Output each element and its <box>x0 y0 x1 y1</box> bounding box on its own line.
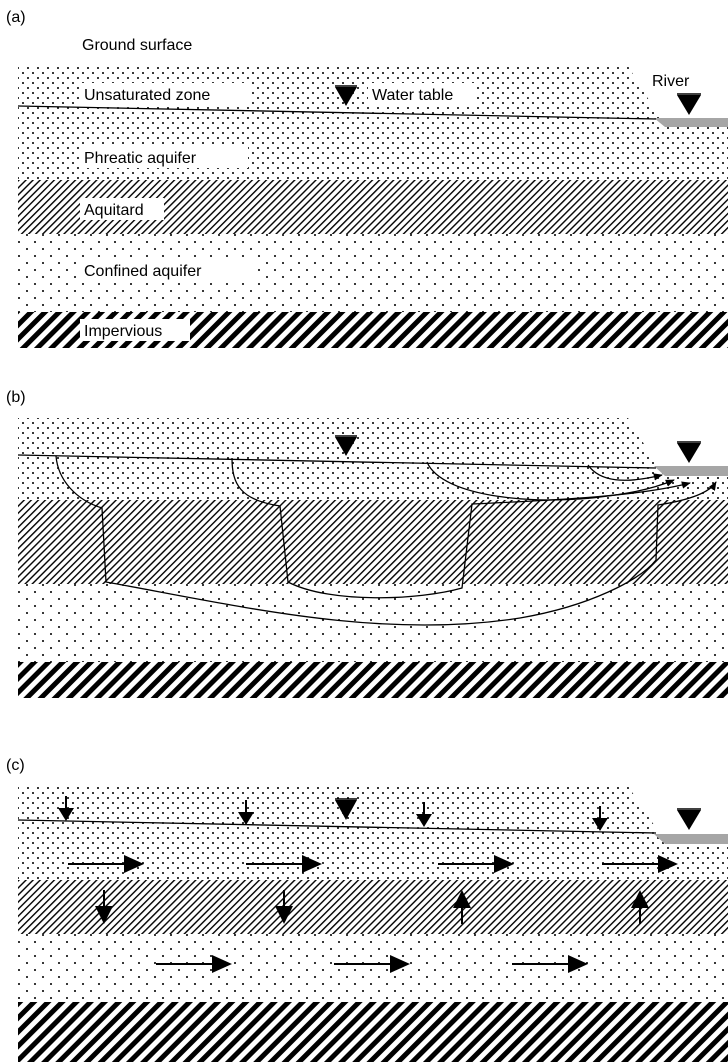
unsaturated-zone-layer <box>18 418 660 470</box>
water-table-marker-icon <box>335 800 357 820</box>
river-bed <box>654 834 728 844</box>
flow-arrow-icon <box>156 955 232 973</box>
phreatic-aquifer-label: Phreatic aquifer <box>84 150 197 167</box>
panel-b-label: (b) <box>6 389 26 406</box>
river-level-marker-icon <box>677 95 701 115</box>
river-bed <box>654 118 728 127</box>
phreatic-aquifer-layer <box>18 834 728 880</box>
water-table-line <box>17 454 657 469</box>
flow-arrow-icon <box>246 855 322 873</box>
unsaturated-zone-layer <box>18 786 660 834</box>
flow-arrow-icon <box>438 855 514 873</box>
panel-a: (a) Ground surface Unsaturated zone Wate… <box>6 9 728 348</box>
water-table-line <box>17 105 657 120</box>
recharge-arrow-icon <box>416 802 432 827</box>
flowline-shallow <box>587 464 663 481</box>
flow-arrow-icon <box>334 955 410 973</box>
confined-aquifer-label: Confined aquifer <box>84 263 202 280</box>
flowline-aquitard <box>231 457 691 599</box>
leakage-up-arrow-icon <box>631 890 649 924</box>
flow-arrow-icon <box>602 855 678 873</box>
water-table-marker-icon <box>335 87 357 106</box>
flowline-confined <box>55 455 717 626</box>
water-table-line <box>17 819 657 834</box>
impervious-label: Impervious <box>84 323 162 340</box>
water-table-label: Water table <box>372 87 453 104</box>
unsaturated-zone-label: Unsaturated zone <box>84 87 210 104</box>
panel-b: (b) <box>6 389 728 698</box>
leakage-down-arrow-icon <box>95 890 113 924</box>
leakage-down-arrow-icon <box>275 890 293 924</box>
phreatic-aquifer-layer <box>18 470 728 500</box>
leakage-up-arrow-icon <box>453 890 471 924</box>
recharge-arrow-icon <box>238 800 254 825</box>
panel-c: (c) <box>6 757 728 1062</box>
aquitard-layer <box>18 500 728 584</box>
aquitard-layer <box>18 880 728 934</box>
river-level-marker-icon <box>677 810 701 830</box>
impervious-layer <box>18 1002 728 1062</box>
river-level-marker-icon <box>677 443 701 463</box>
water-table-marker-icon <box>335 437 357 456</box>
flowline-phreatic <box>426 461 675 501</box>
impervious-layer <box>18 662 728 698</box>
flow-arrow-icon <box>512 955 588 973</box>
panel-c-label: (c) <box>6 757 25 774</box>
confined-aquifer-layer <box>18 934 728 1002</box>
river-label: River <box>652 73 690 90</box>
flow-arrow-icon <box>68 855 144 873</box>
river-bed <box>654 466 728 476</box>
recharge-arrow-icon <box>58 796 74 821</box>
panel-a-label: (a) <box>6 9 26 26</box>
recharge-arrow-icon <box>592 806 608 831</box>
aquitard-label: Aquitard <box>84 202 144 219</box>
ground-surface-label: Ground surface <box>82 37 192 54</box>
